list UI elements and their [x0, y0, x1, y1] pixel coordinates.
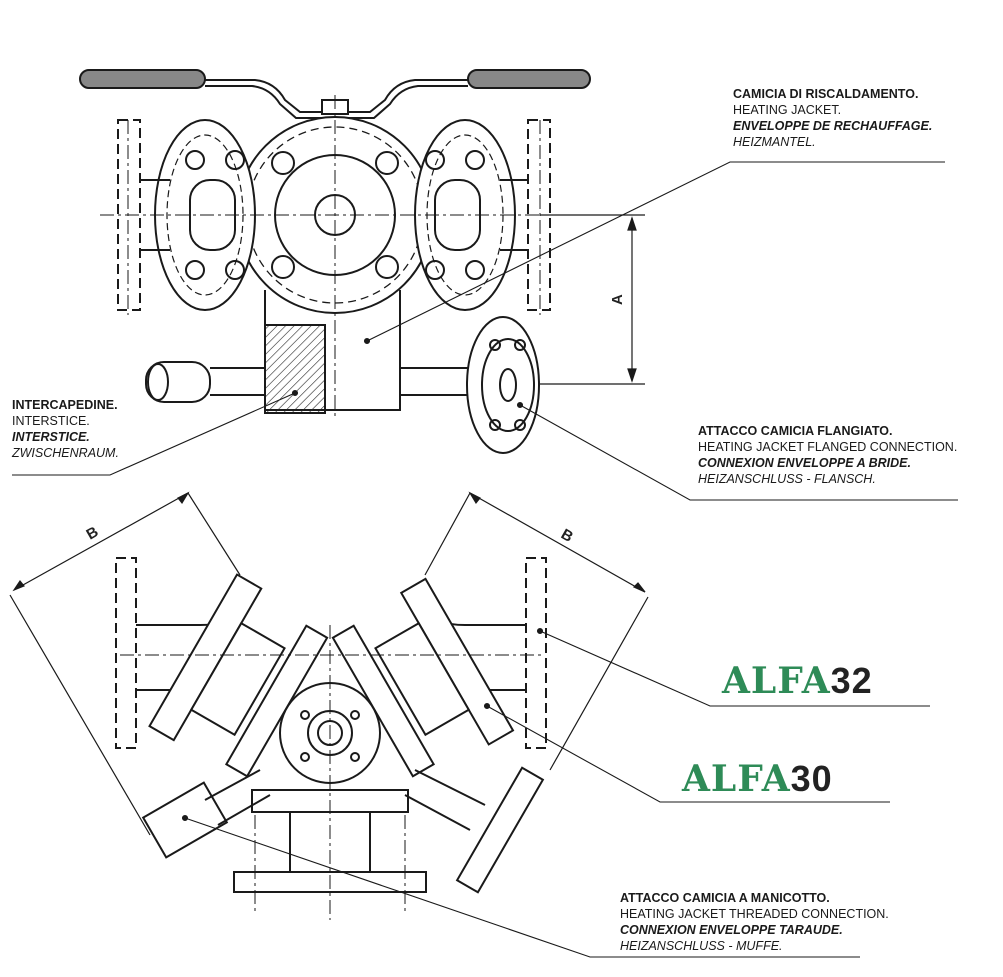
alfa32-word: ALFA [722, 660, 831, 702]
threaded-connection-en: HEATING JACKET THREADED CONNECTION. [620, 907, 889, 921]
leader-lines [12, 161, 958, 958]
handle-bar [79, 69, 591, 119]
flanged-connection-de: HEIZANSCHLUSS - FLANSCH. [698, 472, 876, 486]
bottom-valve-view [115, 557, 547, 920]
heating-jacket-label: CAMICIA DI RISCALDAMENTO. HEATING JACKET… [733, 86, 932, 150]
interstice-fr: INTERSTICE. [12, 430, 90, 444]
heating-jacket-fr: ENVELOPPE DE RECHAUFFAGE. [733, 119, 933, 133]
dimension-b-right-label: B [558, 526, 576, 546]
dimension-a-label: A [609, 294, 626, 305]
alfa32-number: 32 [830, 660, 873, 701]
heating-jacket-it: CAMICIA DI RISCALDAMENTO. [733, 87, 919, 101]
interstice-de: ZWISCHENRAUM. [12, 446, 119, 460]
flanged-connection-label: ATTACCO CAMICIA FLANGIATO. HEATING JACKE… [698, 423, 957, 487]
alfa30-number: 30 [790, 758, 833, 799]
heating-jacket-de: HEIZMANTEL. [733, 135, 816, 149]
center-lines-top [100, 95, 600, 420]
dimension-b-right [424, 491, 649, 771]
dimension-a [540, 214, 645, 385]
interstice-en: INTERSTICE. [12, 414, 90, 428]
threaded-connection-label: ATTACCO CAMICIA A MANICOTTO. HEATING JAC… [620, 890, 889, 954]
alfa32-logo: ALFA32 [722, 660, 873, 702]
heating-jacket-en: HEATING JACKET. [733, 103, 842, 117]
dimension-b-left [9, 491, 241, 836]
alfa30-logo: ALFA30 [682, 758, 833, 800]
jacket-body [145, 290, 468, 414]
threaded-connection-fr: CONNEXION ENVELOPPE TARAUDE. [620, 923, 843, 937]
flanged-connection-it: ATTACCO CAMICIA FLANGIATO. [698, 424, 893, 438]
alfa30-word: ALFA [682, 758, 791, 800]
flanged-connection-fr: CONNEXION ENVELOPPE A BRIDE. [698, 456, 911, 470]
interstice-label: INTERCAPEDINE. INTERSTICE. INTERSTICE. Z… [12, 397, 119, 461]
flanged-connection-en: HEATING JACKET FLANGED CONNECTION. [698, 440, 958, 454]
top-valve-view [79, 69, 600, 454]
threaded-connection-it: ATTACCO CAMICIA A MANICOTTO. [620, 891, 830, 905]
threaded-connection-de: HEIZANSCHLUSS - MUFFE. [620, 939, 783, 953]
interstice-it: INTERCAPEDINE. [12, 398, 118, 412]
dimension-b-left-label: B [84, 523, 102, 543]
flanged-connection [466, 316, 540, 454]
